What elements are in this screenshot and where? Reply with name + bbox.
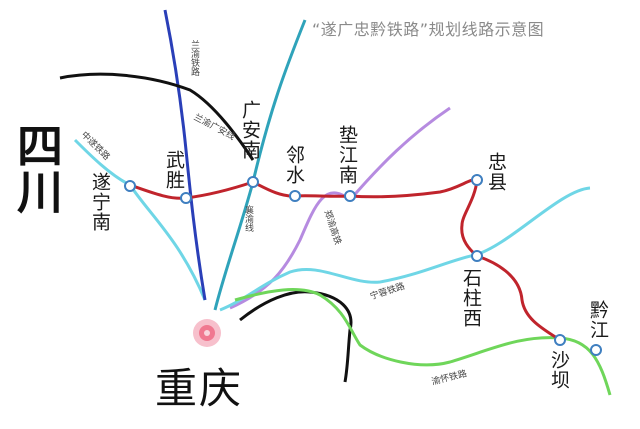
station-suining-nan (124, 180, 136, 192)
city-chongqing: 重庆 (155, 364, 244, 413)
planned-line (129, 178, 561, 342)
black-line-north (59, 72, 255, 161)
yuhuai-line (234, 288, 612, 396)
label-wusheng: 武胜 (163, 150, 185, 190)
station-guangan-nan (247, 176, 259, 188)
label-shaba: 沙坝 (548, 350, 570, 390)
chongqing-marker-center (204, 330, 210, 336)
station-shaba (554, 334, 566, 346)
black-line-south (239, 290, 353, 383)
label-shizhu-xi: 石柱西 (460, 268, 482, 328)
label-suining-nan: 遂宁南 (89, 172, 111, 232)
label-guangan-nan: 广安南 (239, 100, 261, 160)
map-title: “遂广忠黔铁路”规划线路示意图 (312, 20, 545, 39)
station-linshui (289, 190, 301, 202)
label-xiangyu-line: 襄渝线 (243, 205, 253, 232)
lanyu-line (163, 9, 207, 301)
label-qianjiang: 黔江 (587, 300, 609, 340)
label-linshui: 邻水 (283, 145, 305, 185)
station-zhongxian (471, 174, 483, 186)
label-zhongxian: 忠县 (485, 152, 507, 192)
station-qianjiang (590, 344, 602, 356)
station-shizhu-xi (471, 250, 483, 262)
region-sichuan: 四川 (10, 122, 64, 214)
label-dianjiang-nan: 垫江南 (336, 125, 358, 185)
station-wusheng (180, 192, 192, 204)
ningrong-line (219, 186, 591, 312)
station-dianjiang-nan (344, 190, 356, 202)
label-lanyu-railway: 兰渝铁路 (189, 40, 199, 76)
